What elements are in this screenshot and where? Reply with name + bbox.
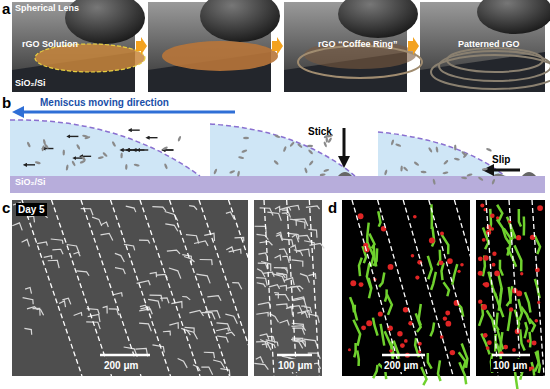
scale-label: 100 μm <box>491 359 529 372</box>
panel-letter: d <box>328 200 337 217</box>
flow-arrows <box>25 130 173 165</box>
step-label: Patterned rGO <box>458 40 520 50</box>
day-tag: Day 5 <box>16 203 47 216</box>
panel-letter: a <box>2 1 10 18</box>
sem-texture <box>12 203 324 378</box>
pattern-guides <box>22 200 544 376</box>
direction-label: Meniscus moving direction <box>40 97 169 108</box>
scale-label: 200 μm <box>102 359 140 372</box>
scale-label: 100 μm <box>276 359 314 372</box>
meniscus-scenes <box>10 112 545 193</box>
stick-label: Stick <box>308 126 332 137</box>
process-tiles <box>12 0 550 92</box>
scale-label: 200 μm <box>382 359 420 372</box>
slip-label: Slip <box>492 154 510 165</box>
panel-letter: c <box>2 200 10 217</box>
fluorescence-texture <box>348 204 543 389</box>
panel-letter: b <box>2 95 11 112</box>
scale-bars <box>100 354 530 357</box>
sem-images <box>12 200 322 376</box>
part-label: SiO₂/Si <box>15 178 46 188</box>
step-arrows <box>136 37 419 55</box>
rgo-flakes <box>26 134 495 185</box>
step-label: rGO “Coffee Ring” <box>318 40 398 50</box>
part-label: SiO₂/Si <box>15 79 46 89</box>
part-label: Spherical Lens <box>15 4 79 14</box>
fluorescence-images <box>342 200 545 376</box>
part-label: rGO Solution <box>22 40 78 50</box>
